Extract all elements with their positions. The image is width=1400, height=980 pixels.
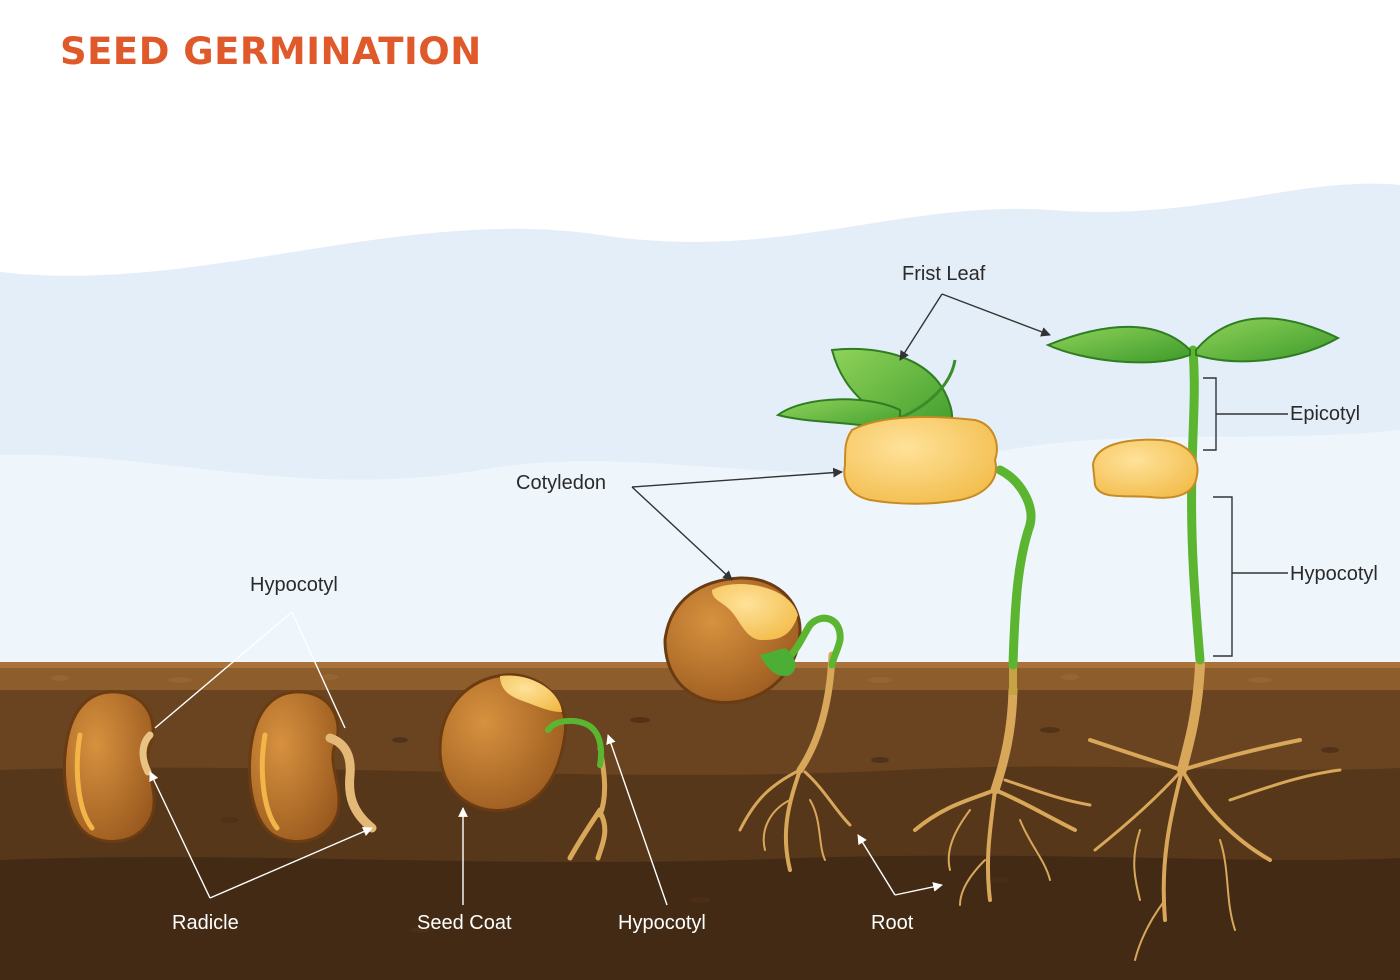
label-cotyledon: Cotyledon [516,472,607,494]
label-first-leaf: Frist Leaf [902,263,986,285]
label-root: Root [871,912,914,934]
callout-lines [149,293,1288,906]
label-seed-coat: Seed Coat [417,912,512,934]
stage-4-seedling [663,576,852,872]
stage-5-plant [775,347,1092,906]
soil [0,662,1400,980]
stage-2-seed [247,690,377,844]
label-hypocotyl-stage-2: Hypocotyl [250,574,338,596]
label-hypocotyl-stage-3: Hypocotyl [618,912,706,934]
stage-1-seed [62,690,156,844]
stage-3-seed [438,673,608,861]
label-epicotyl: Epicotyl [1290,403,1361,425]
label-radicle: Radicle [172,912,239,934]
stage-6-plant [1045,317,1342,961]
diagram-title: SEED GERMINATION [60,30,482,73]
label-hypocotyl-stage-6: Hypocotyl [1290,563,1378,585]
